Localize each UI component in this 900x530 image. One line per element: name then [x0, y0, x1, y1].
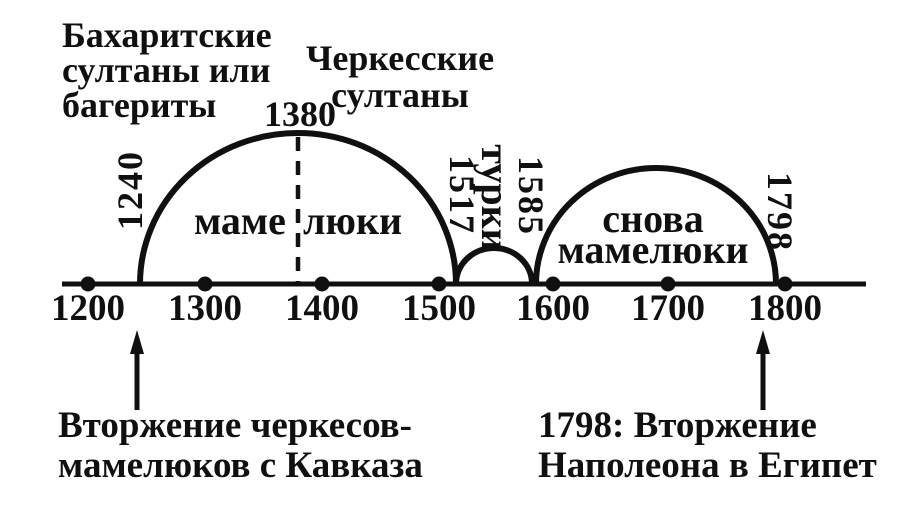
circassian-title-line2: султаны	[331, 75, 469, 115]
caucasus-caption-line2: мамелюков с Кавказа	[58, 445, 423, 486]
napoleon-caption-line2: Наполеона в Египет	[538, 445, 877, 486]
caucasus-caption-line1: Вторжение черкесов-	[58, 405, 412, 446]
mamluks-again-line1: снова	[602, 196, 704, 241]
tick-dot-1800	[777, 276, 793, 292]
bahri-title-line2: султаны или	[62, 50, 271, 90]
mamluk-again-period-arc	[533, 165, 779, 285]
mamluks-again-period-label: снова мамелюки	[557, 196, 749, 272]
mamluks-again-line2: мамелюки	[557, 227, 749, 272]
tick-label-1200: 1200	[51, 288, 125, 329]
turks-period-label: турки	[473, 144, 518, 252]
mamluks-label-right-part: люки	[302, 198, 403, 243]
year-label-1240: 1240	[110, 150, 150, 230]
year-label-1380: 1380	[264, 94, 336, 134]
tick-label-1400: 1400	[285, 288, 359, 329]
tick-dot-1600	[545, 276, 561, 292]
tick-label-1800: 1800	[748, 288, 822, 329]
napoleon-invasion-caption: 1798: Вторжение Наполеона в Египет	[538, 406, 877, 486]
circassian-title-line1: Черкесские	[305, 38, 495, 78]
napoleon-caption-line1: 1798: Вторжение	[538, 405, 817, 446]
turk-period-arc	[453, 245, 535, 285]
year-label-1798: 1798	[760, 172, 800, 252]
tick-label-1300: 1300	[168, 288, 242, 329]
tick-label-1700: 1700	[631, 288, 705, 329]
tick-dot-1400	[314, 276, 330, 292]
mamluks-label-left-part: маме	[193, 198, 286, 243]
tick-dot-1200	[80, 276, 96, 292]
right-up-arrow	[756, 330, 770, 410]
tick-dot-1700	[660, 276, 676, 292]
mamluk-period-arc	[137, 130, 459, 285]
caucasus-invasion-caption: Вторжение черкесов- мамелюков с Кавказа	[58, 406, 423, 486]
circassian-sultans-title: Черкесские султаны	[306, 40, 494, 114]
tick-dot-1500	[431, 276, 447, 292]
year-label-1585: 1585	[511, 156, 551, 236]
tick-label-1600: 1600	[516, 288, 590, 329]
mamluks-period-label: маме люки	[194, 201, 402, 241]
bahri-sultans-title: Бахаритские султаны или багериты	[62, 15, 272, 125]
tick-label-1500: 1500	[402, 288, 476, 329]
left-up-arrow	[130, 330, 144, 410]
bahri-title-line3: багериты	[62, 85, 217, 125]
bahri-title-line1: Бахаритские	[62, 15, 272, 55]
tick-dot-1300	[197, 276, 213, 292]
